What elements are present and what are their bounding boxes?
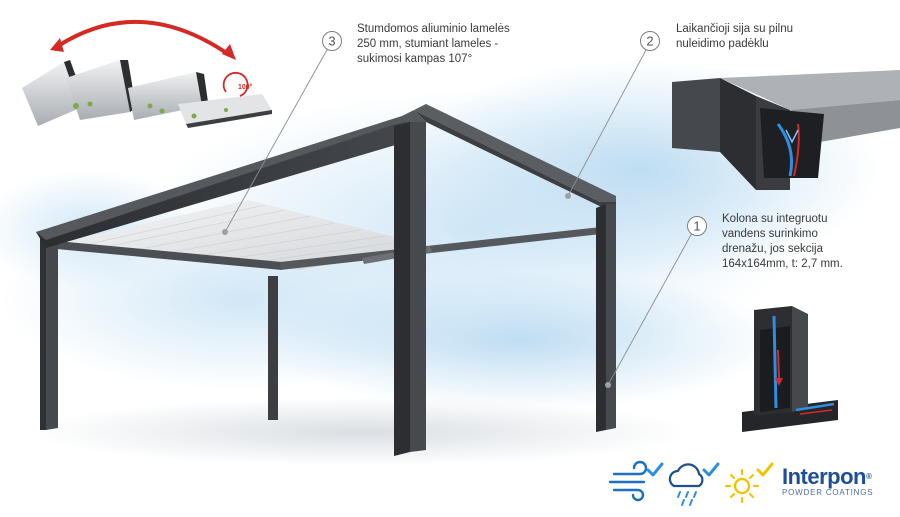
leader-lines <box>224 47 693 386</box>
brand-subtitle: POWDER COATINGS <box>782 488 874 497</box>
rain-check-icon <box>668 462 720 506</box>
angle-label: 100° <box>238 83 253 91</box>
svg-text:3: 3 <box>328 34 335 49</box>
callout-3-line: Stumdomos aliuminio lamelės <box>357 23 510 35</box>
callout-3-text: Stumdomos aliuminio lamelės 250 mm, stum… <box>357 22 510 67</box>
ground-shadow <box>30 398 690 466</box>
callout-2-line: nuleidimo padėklu <box>676 38 769 50</box>
louver-slat-2 <box>66 60 136 120</box>
rotation-angle-arrow <box>222 71 249 97</box>
callout-badge-1: 1 <box>687 216 707 236</box>
front-beam <box>36 122 426 248</box>
callout-3-line: 250 mm, stumiant lameles - <box>357 38 499 50</box>
louver-rotation-inset: 100° <box>22 20 272 128</box>
plant-sprigs <box>73 101 228 119</box>
wind-check-icon <box>608 460 664 502</box>
right-column <box>596 204 606 432</box>
brand-registered-mark: ® <box>866 472 872 481</box>
callout-1-text: Kolona su integruotu vandens surinkimo d… <box>722 212 843 272</box>
callout-1-line: drenažu, jos sekcija <box>722 243 823 255</box>
callout-1-line: vandens surinkimo <box>722 228 818 240</box>
brand-name: Interpon <box>782 464 867 489</box>
callout-badge-3: 3 <box>322 31 342 51</box>
column-detail-inset <box>742 306 838 432</box>
callout-1-line: 164x164mm, t: 2,7 mm. <box>722 258 843 270</box>
beam-detail-inset <box>672 70 900 190</box>
callout-2-text: Laikančioji sija su pilnu nuleidimo padė… <box>676 22 793 52</box>
sun-check-icon <box>724 462 774 504</box>
callout-2-line: Laikančioji sija su pilnu <box>676 23 793 35</box>
leader-dots <box>222 193 611 388</box>
right-beam <box>414 110 616 214</box>
callout-1-line: Kolona su integruotu <box>722 213 828 225</box>
pergola-frame <box>36 104 616 456</box>
rotation-arc-arrow <box>56 20 230 56</box>
svg-text:2: 2 <box>646 34 653 49</box>
callout-badge-2: 2 <box>640 31 660 51</box>
svg-text:1: 1 <box>693 219 700 234</box>
front-column <box>394 122 410 456</box>
interpon-logo: Interpon® POWDER COATINGS <box>782 466 892 498</box>
callout-3-line: sukimosi kampas 107° <box>357 53 473 65</box>
